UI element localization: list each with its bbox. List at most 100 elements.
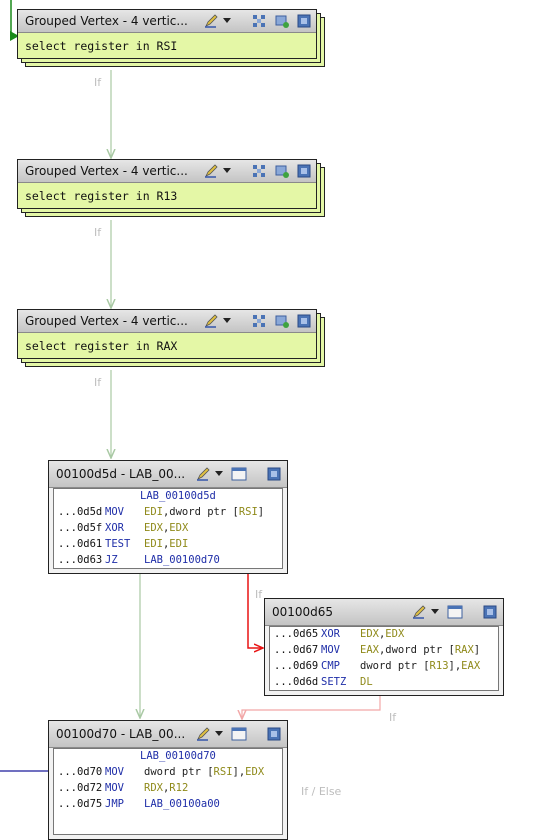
label-operand[interactable]: LAB_00100d70 xyxy=(144,554,220,566)
instruction-operands: DL xyxy=(360,676,373,688)
operand-text: ,dword ptr [ xyxy=(162,506,239,518)
entry-edge xyxy=(10,0,19,41)
instruction-address: ...0d6d xyxy=(274,676,319,688)
operand-text: ], xyxy=(448,660,462,672)
register-operand[interactable]: EDI xyxy=(169,538,189,550)
instruction-mnemonic: XOR xyxy=(105,522,124,534)
edge-block2-block3 xyxy=(242,696,381,719)
vertex-title: Grouped Vertex - 4 vertic... xyxy=(25,14,188,28)
restore-size-icon[interactable] xyxy=(296,13,312,29)
register-operand[interactable]: EDI xyxy=(144,506,163,518)
vertex-title: Grouped Vertex - 4 vertic... xyxy=(25,314,188,328)
edge-label: If xyxy=(94,226,102,239)
register-operand[interactable]: R13 xyxy=(429,660,449,672)
operand-text: ], xyxy=(232,766,246,778)
edit-label-icon[interactable] xyxy=(195,726,211,742)
register-operand[interactable]: RSI xyxy=(238,506,258,518)
restore-size-icon[interactable] xyxy=(266,466,282,482)
restore-size-icon[interactable] xyxy=(266,726,282,742)
edge-label: If / Else xyxy=(301,785,342,798)
edit-label-icon[interactable] xyxy=(203,313,219,329)
instruction-operands: dword ptr [RSI],EDX xyxy=(144,766,264,778)
vertex-header[interactable]: 00100d5d - LAB_00... xyxy=(49,461,287,488)
full-window-icon[interactable] xyxy=(447,604,463,620)
edge-label: If xyxy=(255,588,263,601)
instruction-mnemonic: MOV xyxy=(321,644,340,656)
full-window-icon[interactable] xyxy=(231,466,247,482)
register-operand[interactable]: EDX xyxy=(245,766,265,778)
label-row: LAB_00100d5d xyxy=(140,490,216,506)
dropdown-arrow-icon[interactable] xyxy=(429,604,441,620)
edge-block1-block2 xyxy=(247,574,263,648)
instruction-address: ...0d5f xyxy=(58,522,103,534)
vertex-header[interactable]: 00100d70 - LAB_00... xyxy=(49,721,287,748)
ungroup-vertices-icon[interactable] xyxy=(251,163,267,179)
dropdown-arrow-icon[interactable] xyxy=(221,163,233,179)
register-operand[interactable]: EDX xyxy=(144,522,163,534)
vertex-text: select register in R13 xyxy=(25,189,178,203)
dropdown-arrow-icon[interactable] xyxy=(213,466,225,482)
vertex-header[interactable]: Grouped Vertex - 4 vertic... xyxy=(18,10,316,33)
instruction-address: ...0d70 xyxy=(58,766,103,778)
instruction-mnemonic: MOV xyxy=(105,766,124,778)
edge-label: If xyxy=(389,711,397,724)
operand-text: , xyxy=(162,538,170,550)
instruction-address: ...0d69 xyxy=(274,660,319,672)
instruction-address: ...0d63 xyxy=(58,554,103,566)
register-operand[interactable]: RSI xyxy=(213,766,233,778)
register-operand[interactable]: DL xyxy=(360,676,373,688)
label-row: LAB_00100d70 xyxy=(140,750,216,766)
register-operand[interactable]: EAX xyxy=(461,660,481,672)
edge-label: If xyxy=(94,76,102,89)
restore-size-icon[interactable] xyxy=(296,163,312,179)
code-block-vertex[interactable]: 00100d70 - LAB_00... LAB_00100d70 ...0d7… xyxy=(48,720,288,840)
restore-size-icon[interactable] xyxy=(482,604,498,620)
grouped-vertex[interactable]: Grouped Vertex - 4 vertic... select regi… xyxy=(17,159,327,221)
full-window-icon[interactable] xyxy=(231,726,247,742)
code-block-vertex[interactable]: 00100d5d - LAB_00... LAB_00100d5d ...0d5… xyxy=(48,460,288,574)
grouped-vertex[interactable]: Grouped Vertex - 4 vertic... select regi… xyxy=(17,9,327,71)
instruction-mnemonic: JMP xyxy=(105,798,124,810)
instruction-operands: RDX,R12 xyxy=(144,782,188,794)
ungroup-vertices-icon[interactable] xyxy=(251,13,267,29)
grouped-vertex[interactable]: Grouped Vertex - 4 vertic... select regi… xyxy=(17,309,327,371)
add-to-group-icon[interactable] xyxy=(274,313,290,329)
vertex-text: select register in RSI xyxy=(25,39,178,53)
label-operand[interactable]: LAB_00100a00 xyxy=(144,798,220,810)
dropdown-arrow-icon[interactable] xyxy=(221,313,233,329)
instruction-operands: dword ptr [R13],EAX xyxy=(360,660,480,672)
instruction-operands: LAB_00100d70 xyxy=(144,554,220,566)
edge-label: If xyxy=(94,376,102,389)
edit-label-icon[interactable] xyxy=(411,604,427,620)
instruction-address: ...0d72 xyxy=(58,782,103,794)
restore-size-icon[interactable] xyxy=(296,313,312,329)
instruction-address: ...0d75 xyxy=(58,798,103,810)
register-operand[interactable]: EDX xyxy=(385,628,405,640)
edit-label-icon[interactable] xyxy=(195,466,211,482)
vertex-title: 00100d70 - LAB_00... xyxy=(56,727,186,741)
edit-label-icon[interactable] xyxy=(203,163,219,179)
operand-text: dword ptr [ xyxy=(144,766,214,778)
ungroup-vertices-icon[interactable] xyxy=(251,313,267,329)
dropdown-arrow-icon[interactable] xyxy=(213,726,225,742)
instruction-operands: EDI,EDI xyxy=(144,538,188,550)
vertex-header[interactable]: Grouped Vertex - 4 vertic... xyxy=(18,310,316,333)
register-operand[interactable]: EDX xyxy=(360,628,379,640)
register-operand[interactable]: EDI xyxy=(144,538,163,550)
register-operand[interactable]: RAX xyxy=(454,644,474,656)
instruction-address: ...0d65 xyxy=(274,628,319,640)
vertex-title: Grouped Vertex - 4 vertic... xyxy=(25,164,188,178)
vertex-header[interactable]: Grouped Vertex - 4 vertic... xyxy=(18,160,316,183)
edit-label-icon[interactable] xyxy=(203,13,219,29)
add-to-group-icon[interactable] xyxy=(274,13,290,29)
register-operand[interactable]: R12 xyxy=(169,782,189,794)
register-operand[interactable]: RDX xyxy=(144,782,163,794)
vertex-header[interactable]: 00100d65 xyxy=(265,599,503,626)
instruction-mnemonic: MOV xyxy=(105,506,124,518)
register-operand[interactable]: EAX xyxy=(360,644,379,656)
add-to-group-icon[interactable] xyxy=(274,163,290,179)
dropdown-arrow-icon[interactable] xyxy=(221,13,233,29)
register-operand[interactable]: EDX xyxy=(169,522,189,534)
